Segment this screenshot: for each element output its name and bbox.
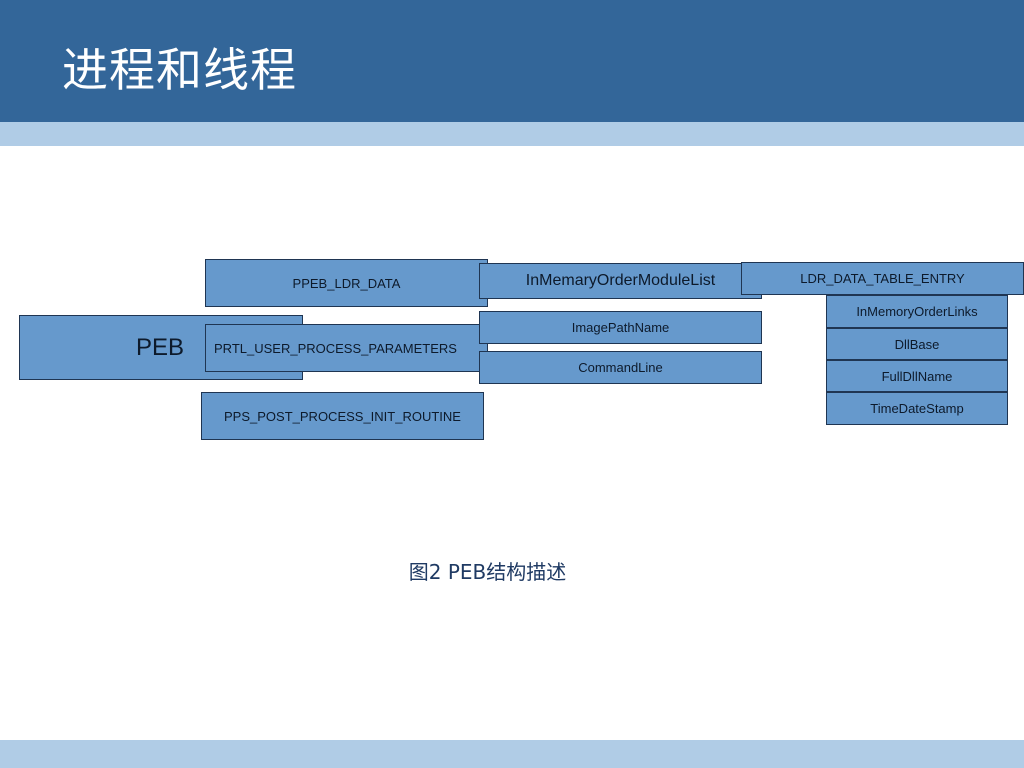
ldr-data-table-entry-box: LDR_DATA_TABLE_ENTRY — [741, 262, 1024, 295]
slide-title: 进程和线程 — [62, 43, 297, 97]
footer-accent-band — [0, 740, 1024, 768]
prtl-user-process-parameters-box: PRTL_USER_PROCESS_PARAMETERS — [205, 324, 488, 372]
in-memary-order-module-list-box: InMemaryOrderModuleList — [479, 263, 762, 299]
image-path-name-box: ImagePathName — [479, 311, 762, 344]
figure-caption: 图2 PEB结构描述 — [408, 560, 567, 584]
time-date-stamp-box: TimeDateStamp — [826, 392, 1008, 425]
ppeb-ldr-data-box: PPEB_LDR_DATA — [205, 259, 488, 307]
command-line-box: CommandLine — [479, 351, 762, 384]
header-accent-band — [0, 122, 1024, 146]
header-bar: 进程和线程 — [0, 0, 1024, 122]
pps-post-process-init-routine-box: PPS_POST_PROCESS_INIT_ROUTINE — [201, 392, 484, 440]
full-dll-name-box: FullDllName — [826, 360, 1008, 392]
in-memory-order-links-box: InMemoryOrderLinks — [826, 295, 1008, 328]
dll-base-box: DllBase — [826, 328, 1008, 360]
